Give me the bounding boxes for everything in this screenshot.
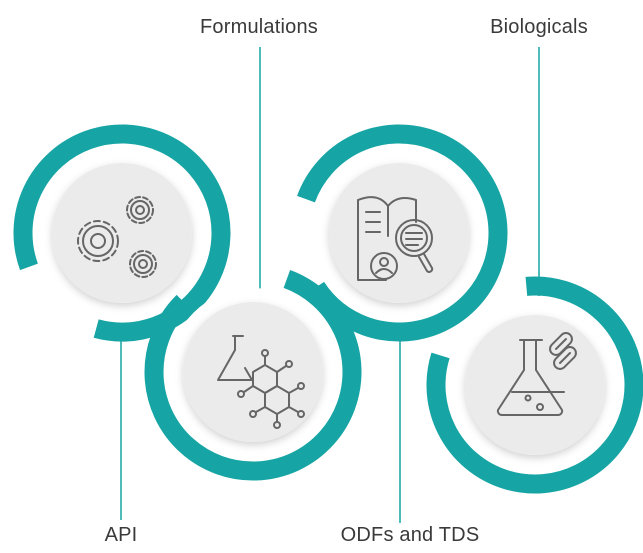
inner-disc-api	[52, 163, 192, 303]
node-odfs-tds	[290, 124, 508, 342]
label-formulations: Formulations	[200, 16, 318, 38]
ring-odfs-tds	[290, 124, 508, 342]
label-odfs-tds: ODFs and TDS	[340, 524, 480, 546]
node-api	[13, 124, 231, 342]
document-research-icon	[357, 196, 434, 281]
flask-molecule-icon	[217, 335, 305, 429]
inner-disc-biologicals	[465, 315, 605, 455]
label-api: API	[104, 524, 138, 546]
inner-disc-odfs-tds	[329, 163, 469, 303]
ring-biologicals	[426, 276, 643, 494]
node-formulations	[144, 263, 362, 481]
gears-icon	[77, 196, 157, 278]
label-biologicals: Biologicals	[490, 16, 588, 38]
flask-pills-icon	[496, 332, 577, 416]
ring-formulations	[144, 263, 362, 481]
node-biologicals	[426, 276, 643, 494]
